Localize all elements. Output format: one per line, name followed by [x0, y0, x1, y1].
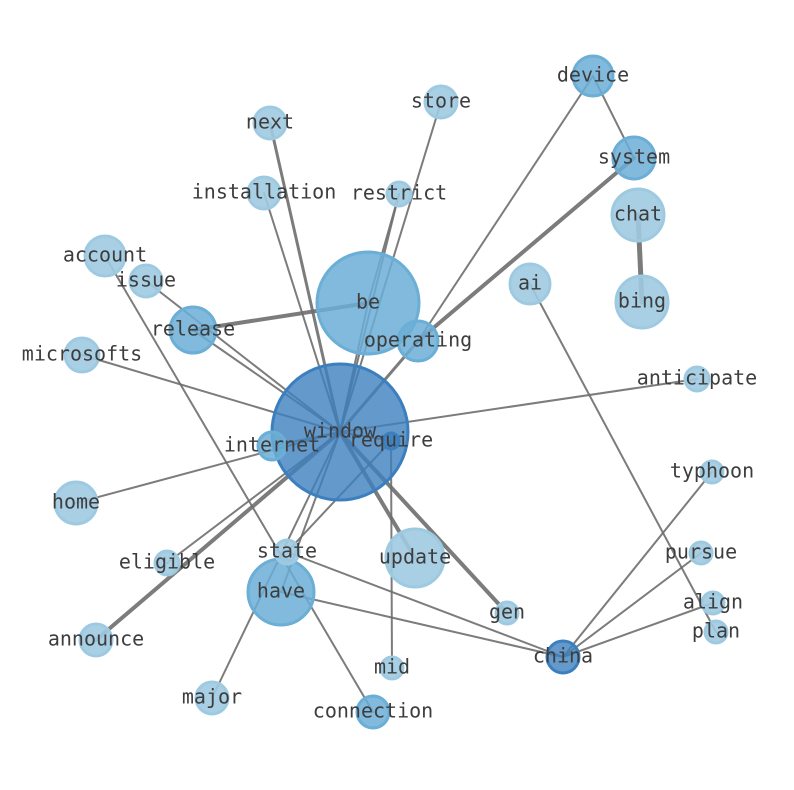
node-issue [128, 263, 164, 299]
label-restrict: restrict [351, 181, 447, 205]
label-home: home [52, 490, 100, 514]
label-store: store [411, 89, 471, 113]
node-account [83, 234, 127, 278]
label-update: update [379, 545, 451, 569]
node-major [194, 680, 230, 716]
label-plan: plan [692, 619, 740, 643]
label-have: have [257, 579, 305, 603]
node-typhoon [699, 459, 725, 485]
node-release [168, 305, 218, 355]
label-system: system [598, 145, 670, 169]
node-store [423, 84, 459, 120]
label-mid: mid [374, 655, 410, 679]
edge-ai-plan [529, 283, 717, 633]
edge-china-pursue [562, 552, 702, 658]
node-eligible [153, 549, 181, 577]
label-chat: chat [614, 202, 662, 226]
label-release: release [151, 317, 235, 341]
node-update [384, 527, 446, 589]
label-internet: internet [224, 433, 320, 457]
node-gen [494, 600, 520, 626]
label-connection: connection [313, 699, 433, 723]
label-account: account [63, 243, 147, 267]
node-device [571, 54, 615, 98]
node-be [315, 250, 421, 356]
node-chat [610, 187, 666, 243]
label-microsofts: microsofts [22, 342, 142, 366]
label-announce: announce [48, 627, 144, 651]
edge-state-china [286, 551, 564, 658]
node-bing [614, 274, 670, 330]
label-device: device [557, 63, 629, 87]
label-ai: ai [518, 271, 542, 295]
label-typhoon: typhoon [670, 459, 754, 483]
label-align: align [683, 590, 743, 614]
node-internet [256, 430, 288, 462]
node-anticipate [683, 365, 711, 393]
label-next: next [246, 110, 294, 134]
node-restrict [385, 180, 413, 208]
node-layer [53, 54, 729, 730]
label-bing: bing [618, 289, 666, 313]
edge-have-china [280, 591, 564, 658]
node-installation [246, 175, 282, 211]
edge-china-typhoon [562, 471, 713, 658]
node-ai [508, 262, 552, 306]
label-china: china [533, 644, 593, 668]
node-mid [379, 655, 405, 681]
node-plan [703, 619, 729, 645]
node-require [381, 431, 401, 451]
edge-china-align [562, 602, 714, 658]
label-eligible: eligible [119, 550, 215, 574]
label-be: be [356, 290, 380, 314]
edge-operating-system [416, 156, 636, 343]
label-state: state [257, 539, 317, 563]
node-china [545, 639, 581, 675]
node-system [611, 135, 657, 181]
label-installation: installation [192, 180, 337, 204]
label-layer: window be have update bing chat release home sys… [22, 63, 757, 723]
label-anticipate: anticipate [637, 366, 757, 390]
label-require: require [349, 428, 433, 452]
label-window: window [304, 419, 377, 443]
node-microsofts [63, 336, 101, 374]
node-state [273, 538, 301, 566]
node-home [53, 480, 99, 526]
label-pursue: pursue [665, 540, 737, 564]
node-pursue [688, 540, 714, 566]
node-connection [355, 694, 391, 730]
label-major: major [182, 685, 242, 709]
label-operating: operating [364, 328, 472, 352]
edge-account-connection [104, 255, 374, 713]
edge-operating-device [417, 75, 594, 342]
label-issue: issue [116, 268, 176, 292]
label-gen: gen [489, 600, 525, 624]
node-operating [396, 319, 440, 363]
node-align [700, 590, 726, 616]
node-next [252, 105, 288, 141]
node-announce [78, 622, 114, 658]
